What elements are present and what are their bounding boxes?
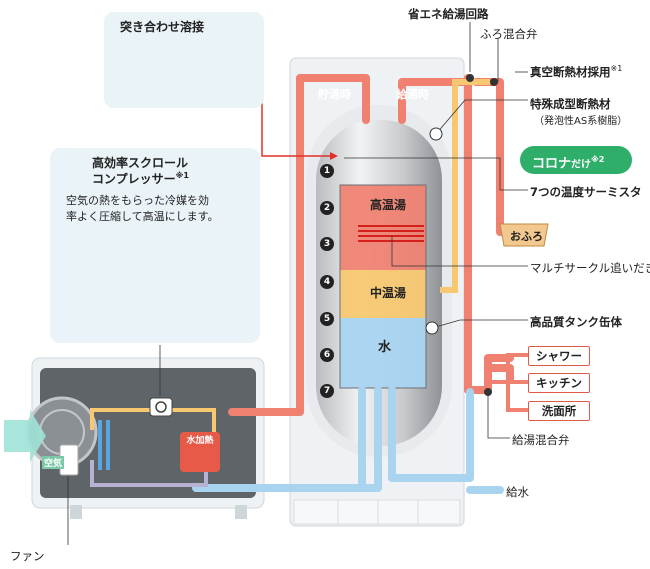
warm-pipe (440, 79, 490, 293)
tank-label: 高品質タンク缶体 (530, 315, 622, 329)
corona-label: コロナ (532, 156, 572, 172)
water-heating-label: 水加熱 (186, 436, 214, 446)
air-label: 空気 (42, 456, 65, 469)
weld-panel (104, 12, 264, 108)
weld-title: 突き合わせ溶接 (120, 20, 205, 34)
outdoor-unit (26, 357, 265, 519)
water-supply-label: 給水 (506, 485, 529, 499)
sensor-2: 2 (320, 201, 334, 215)
energy-circuit-label: 省エネ給湯回路 (408, 7, 489, 21)
callout-lines (67, 22, 528, 545)
washroom-outlet: 洗面所 (528, 401, 590, 421)
mid-temp-label: 中温湯 (370, 286, 407, 300)
supply-mixing-valve-label: 給湯混合弁 (512, 433, 570, 447)
sensor-1: 1 (320, 164, 334, 178)
sensor-6: 6 (320, 348, 334, 362)
sensor-3: 3 (320, 237, 334, 251)
tank-body (306, 105, 452, 457)
special-insulation-label: 特殊成型断熱材 (530, 97, 611, 111)
bath-tub (499, 223, 549, 247)
compressor-note: ※1 (175, 171, 189, 180)
compressor-desc-2: 率よく圧縮して高温にします。 (66, 210, 219, 223)
vacuum-insulation-label: 真空断熱材採用 (530, 65, 611, 79)
compressor-desc-1: 空気の熱をもらった冷媒を効 (66, 194, 209, 207)
sensor-7: 7 (320, 384, 334, 398)
special-insulation-sub: （発泡性AS系樹脂） (534, 116, 628, 127)
compressor-panel (50, 148, 260, 343)
high-temp-label: 高温湯 (370, 198, 407, 212)
water-heater-block (180, 432, 220, 472)
compressor-mark (149, 397, 173, 417)
corona-dake: だけ (571, 159, 592, 171)
storage-time-label: 貯湯時 (318, 88, 351, 101)
air-arrow (4, 410, 46, 462)
cold-water-pipes (192, 386, 504, 494)
multi-circle-coil (358, 225, 424, 242)
compressor-title-1: 高効率スクロール (92, 156, 189, 170)
supply-time-label: 給湯時 (396, 88, 429, 101)
sensor-4: 4 (320, 275, 334, 289)
kitchen-outlet: キッチン (528, 373, 590, 393)
vacuum-note: ※1 (610, 64, 623, 74)
outlet-branches (492, 353, 528, 412)
vacuum-insulation-wrap: 真空断熱材採用※1 (530, 64, 622, 80)
compressor-title-2: コンプレッサー (92, 172, 176, 186)
thermistor-label: 7つの温度サーミスタ (530, 185, 642, 199)
sensor-5: 5 (320, 312, 334, 326)
corona-badge: コロナだけ※2 (520, 146, 632, 174)
water-label: 水 (378, 340, 392, 355)
compressor-title-2-wrap: コンプレッサー※1 (92, 170, 189, 187)
corona-note: ※2 (591, 155, 605, 164)
fan-label: ファン (10, 549, 45, 563)
bath-label: おふろ (510, 230, 543, 243)
shower-outlet: シャワー (528, 346, 590, 366)
multi-circle-label: マルチサークル追いだき (530, 261, 650, 275)
bath-mixing-valve-label: ふろ混合弁 (480, 27, 538, 41)
